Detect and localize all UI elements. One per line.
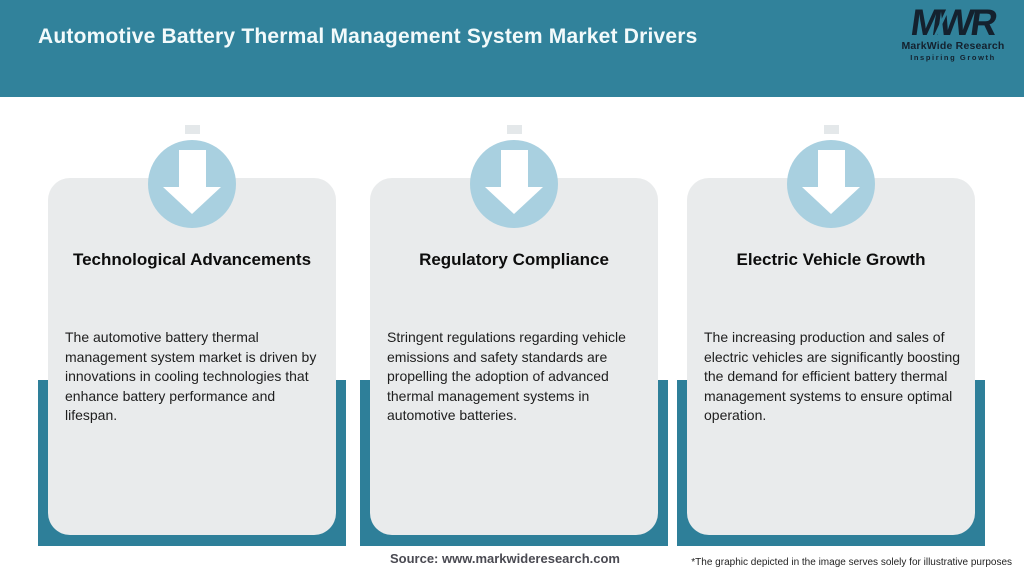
logo-monogram: MWR bbox=[908, 2, 998, 43]
logo-monogram-text: MWR bbox=[908, 2, 998, 43]
driver-card-regulatory-compliance: Regulatory Compliance Stringent regulati… bbox=[370, 178, 658, 535]
logo-name: MarkWide Research bbox=[901, 40, 1005, 52]
arrow-stem bbox=[817, 150, 845, 187]
arrow-stem bbox=[500, 150, 528, 187]
page-title: Automotive Battery Thermal Management Sy… bbox=[38, 25, 698, 48]
header-bar: Automotive Battery Thermal Management Sy… bbox=[0, 0, 1024, 97]
arrow-tail-mark bbox=[824, 125, 839, 134]
arrow-circle-3 bbox=[787, 140, 875, 228]
card-body-text: The automotive battery thermal managemen… bbox=[65, 329, 317, 423]
arrow-head bbox=[485, 187, 543, 214]
card-title: Technological Advancements bbox=[72, 250, 312, 269]
logo-tagline: Inspiring Growth bbox=[910, 53, 996, 62]
card-title: Regulatory Compliance bbox=[419, 250, 609, 269]
arrow-head bbox=[802, 187, 860, 214]
arrow-tail-mark bbox=[185, 125, 200, 134]
arrow-head bbox=[163, 187, 221, 214]
disclaimer-note: *The graphic depicted in the image serve… bbox=[691, 557, 1012, 568]
arrow-circle-2 bbox=[470, 140, 558, 228]
card-title: Electric Vehicle Growth bbox=[736, 250, 926, 269]
arrow-tail-mark bbox=[507, 125, 522, 134]
source-attribution: Source: www.markwideresearch.com bbox=[389, 551, 620, 566]
arrow-down-icon bbox=[802, 150, 860, 214]
arrow-down-icon bbox=[485, 150, 543, 214]
arrow-circle-1 bbox=[148, 140, 236, 228]
card-body-text: Stringent regulations regarding vehicle … bbox=[387, 329, 626, 423]
arrow-stem bbox=[178, 150, 206, 187]
arrow-down-icon bbox=[163, 150, 221, 214]
markwide-logo: MWR MarkWide Research Inspiring Growth bbox=[894, 2, 1012, 62]
driver-card-electric-vehicle-growth: Electric Vehicle Growth The increasing p… bbox=[687, 178, 975, 535]
driver-card-technological-advancements: Technological Advancements The automotiv… bbox=[48, 178, 336, 535]
card-body-text: The increasing production and sales of e… bbox=[704, 329, 961, 423]
